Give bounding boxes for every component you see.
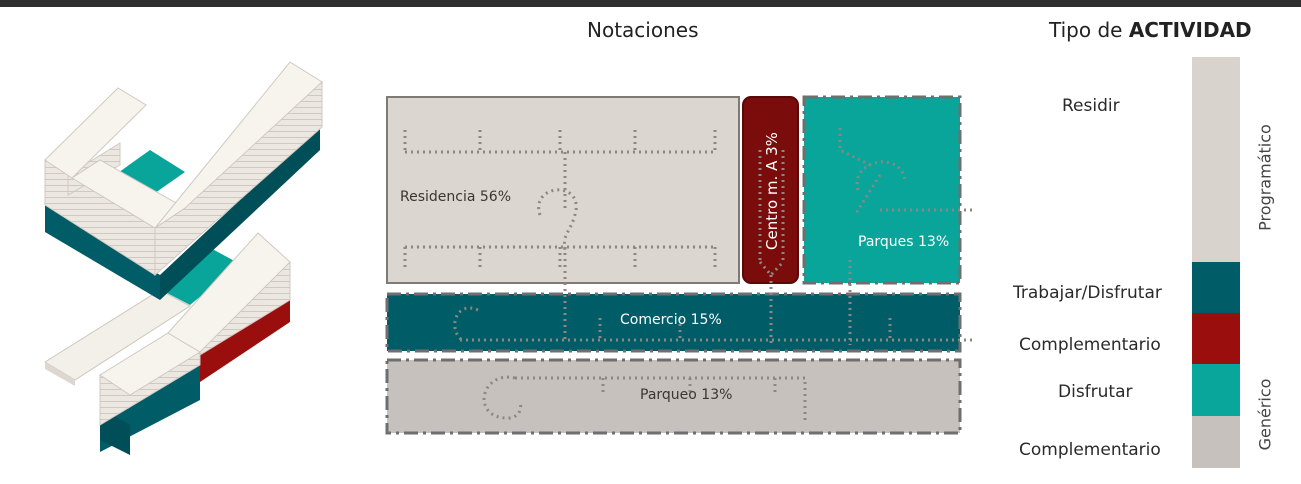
upper-block-base-right bbox=[160, 125, 320, 300]
parking-slab-side bbox=[45, 362, 75, 386]
residencia-label: Residencia 56% bbox=[400, 189, 512, 205]
upper-block-left-arm-top bbox=[44, 87, 147, 179]
parques-label: Parques 13% bbox=[858, 234, 950, 250]
legend-complementario: Complementario bbox=[1019, 335, 1161, 355]
zone-comercio bbox=[385, 292, 962, 353]
zone-parqueo bbox=[385, 358, 962, 435]
top-bar bbox=[0, 0, 1301, 7]
parqueo-label: Parqueo 13% bbox=[640, 387, 733, 403]
swatch-disfrutar bbox=[1192, 364, 1240, 416]
swatch-complementario bbox=[1192, 313, 1240, 364]
upper-block-diag-top bbox=[154, 61, 323, 229]
circulation-paths bbox=[403, 128, 975, 420]
comercio-label: Comercio 15% bbox=[620, 312, 722, 328]
upper-block-base bbox=[45, 205, 160, 300]
lower-block-red-base bbox=[200, 296, 290, 382]
swatch-complementario-2 bbox=[1192, 416, 1240, 468]
group-generico: Genérico bbox=[1255, 378, 1275, 451]
tipo-bold: ACTIVIDAD bbox=[1128, 18, 1252, 42]
tipo-actividad-heading: Tipo de ACTIVIDAD bbox=[1049, 18, 1252, 42]
zone-residencia bbox=[386, 96, 740, 284]
zone-parques bbox=[802, 95, 962, 285]
lower-block-top-right bbox=[167, 232, 291, 353]
legend-residir: Residir bbox=[1062, 96, 1120, 116]
courtyard-park-lower bbox=[150, 245, 240, 305]
legend-disfrutar: Disfrutar bbox=[1058, 382, 1133, 402]
legend-complementario-2: Complementario bbox=[1019, 440, 1161, 460]
swatch-residir bbox=[1192, 57, 1240, 262]
legend-trabajar: Trabajar/Disfrutar bbox=[1013, 283, 1162, 303]
centro-label: Centro m. A 3% bbox=[763, 132, 781, 250]
swatch-trabajar bbox=[1192, 262, 1240, 313]
activity-bar bbox=[1192, 57, 1240, 468]
tipo-prefix: Tipo de bbox=[1049, 18, 1129, 42]
group-programatico: Programático bbox=[1255, 124, 1275, 231]
notaciones-heading: Notaciones bbox=[587, 18, 699, 42]
